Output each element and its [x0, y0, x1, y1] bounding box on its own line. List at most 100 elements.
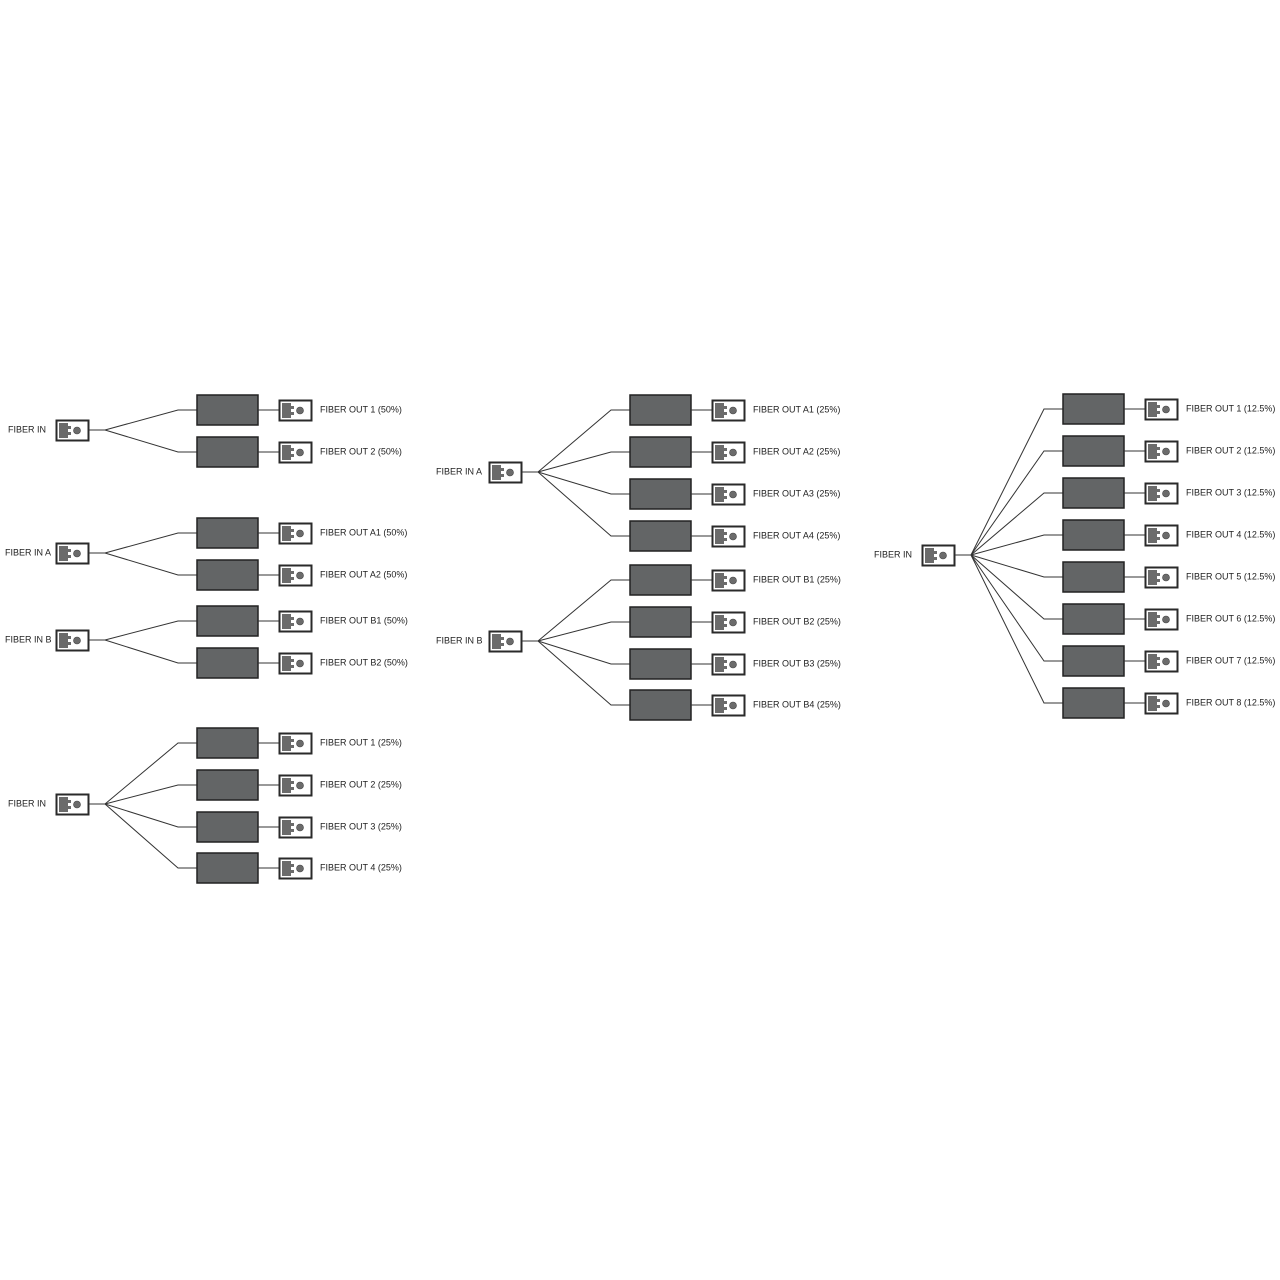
fiber-line	[104, 742, 197, 805]
fiber-line	[970, 554, 1063, 578]
output-label: FIBER OUT A2 (50%)	[320, 569, 407, 579]
fiber-line	[970, 554, 1063, 620]
output-branch: FIBER OUT A2 (50%)	[104, 552, 407, 591]
fiber-line	[104, 552, 197, 576]
splitter-box	[1062, 477, 1125, 509]
output-branch: FIBER OUT 3 (25%)	[104, 803, 402, 843]
output-label: FIBER OUT A3 (25%)	[753, 488, 840, 498]
input-label: FIBER IN A	[436, 466, 482, 476]
output-label: FIBER OUT 7 (12.5%)	[1186, 655, 1275, 665]
output-connector-icon	[278, 774, 313, 797]
fiber-line	[104, 429, 197, 453]
output-branch: FIBER OUT B1 (25%)	[537, 564, 841, 642]
output-branch: FIBER OUT 2 (12.5%)	[970, 435, 1275, 556]
splitter-box	[629, 394, 692, 426]
fiber-line	[104, 532, 197, 554]
input-connector-icon	[55, 629, 90, 652]
splitter-group: FIBER IN FIBER OUT 1 (50%) FIBER OUT 2 (50…	[8, 394, 402, 468]
splitter-box	[1062, 645, 1125, 677]
splitter-box	[196, 647, 259, 679]
fiber-line	[537, 621, 630, 642]
input-connector-icon	[55, 419, 90, 442]
fiber-line	[537, 471, 630, 537]
input-label: FIBER IN	[8, 424, 46, 434]
output-branch: FIBER OUT 4 (25%)	[104, 803, 402, 884]
output-label: FIBER OUT A2 (25%)	[753, 446, 840, 456]
output-connector-icon	[1144, 650, 1179, 673]
output-label: FIBER OUT 2 (25%)	[320, 779, 402, 789]
output-branch: FIBER OUT A2 (25%)	[537, 436, 840, 473]
splitter-box	[1062, 519, 1125, 551]
output-connector-icon	[711, 653, 746, 676]
output-connector-icon	[278, 522, 313, 545]
input-connector-icon	[488, 461, 523, 484]
fiber-line	[537, 640, 630, 665]
output-branch: FIBER OUT 8 (12.5%)	[970, 554, 1275, 719]
input-label: FIBER IN B	[436, 635, 483, 645]
splitter-box	[196, 436, 259, 468]
fiber-line	[970, 408, 1063, 556]
output-label: FIBER OUT B2 (25%)	[753, 616, 841, 626]
splitter-box	[629, 478, 692, 510]
splitter-box	[196, 852, 259, 884]
splitter-box	[196, 394, 259, 426]
output-connector-icon	[278, 816, 313, 839]
output-label: FIBER OUT B2 (50%)	[320, 657, 408, 667]
output-label: FIBER OUT 2 (12.5%)	[1186, 445, 1275, 455]
output-branch: FIBER OUT 3 (12.5%)	[970, 477, 1275, 556]
output-label: FIBER OUT 2 (50%)	[320, 446, 402, 456]
output-connector-icon	[278, 441, 313, 464]
output-connector-icon	[1144, 398, 1179, 421]
output-label: FIBER OUT A1 (25%)	[753, 404, 840, 414]
fiber-line	[537, 640, 630, 706]
output-connector-icon	[1144, 524, 1179, 547]
splitter-box	[629, 436, 692, 468]
splitter-box	[1062, 435, 1125, 467]
output-branch: FIBER OUT 2 (25%)	[104, 769, 402, 805]
output-connector-icon	[711, 611, 746, 634]
output-label: FIBER OUT A1 (50%)	[320, 527, 407, 537]
output-branch: FIBER OUT 7 (12.5%)	[970, 554, 1275, 677]
splitter-box	[196, 559, 259, 591]
splitter-box	[1062, 561, 1125, 593]
fiber-line	[104, 784, 197, 805]
input-label: FIBER IN B	[5, 634, 52, 644]
fiber-line	[970, 554, 1063, 662]
fiber-line	[537, 451, 630, 473]
output-connector-icon	[278, 564, 313, 587]
fiber-line	[537, 471, 630, 495]
output-connector-icon	[278, 610, 313, 633]
input-connector-icon	[488, 630, 523, 653]
fiber-line	[104, 409, 197, 431]
output-label: FIBER OUT 1 (12.5%)	[1186, 403, 1275, 413]
output-branch: FIBER OUT 1 (12.5%)	[970, 393, 1275, 556]
output-connector-icon	[1144, 482, 1179, 505]
output-branch: FIBER OUT 2 (50%)	[104, 429, 402, 468]
output-branch: FIBER OUT A1 (50%)	[104, 517, 407, 554]
output-branch: FIBER OUT B2 (50%)	[104, 639, 408, 679]
output-label: FIBER OUT B4 (25%)	[753, 699, 841, 709]
output-connector-icon	[278, 732, 313, 755]
output-label: FIBER OUT 6 (12.5%)	[1186, 613, 1275, 623]
output-connector-icon	[278, 857, 313, 880]
output-connector-icon	[1144, 608, 1179, 631]
splitter-group: FIBER IN A FIBER OUT A1 (25%) FIBER OUT A2…	[436, 394, 840, 552]
input-label: FIBER IN	[8, 798, 46, 808]
output-branch: FIBER OUT A1 (25%)	[537, 394, 840, 473]
fiber-line	[970, 492, 1063, 556]
fiber-line	[537, 409, 630, 473]
output-label: FIBER OUT 3 (25%)	[320, 821, 402, 831]
output-connector-icon	[711, 569, 746, 592]
output-label: FIBER OUT 1 (50%)	[320, 404, 402, 414]
output-branch: FIBER OUT 4 (12.5%)	[970, 519, 1275, 556]
input-connector-icon	[55, 793, 90, 816]
splitter-box	[1062, 393, 1125, 425]
output-label: FIBER OUT 5 (12.5%)	[1186, 571, 1275, 581]
output-connector-icon	[1144, 692, 1179, 715]
output-label: FIBER OUT 8 (12.5%)	[1186, 697, 1275, 707]
output-label: FIBER OUT 1 (25%)	[320, 737, 402, 747]
